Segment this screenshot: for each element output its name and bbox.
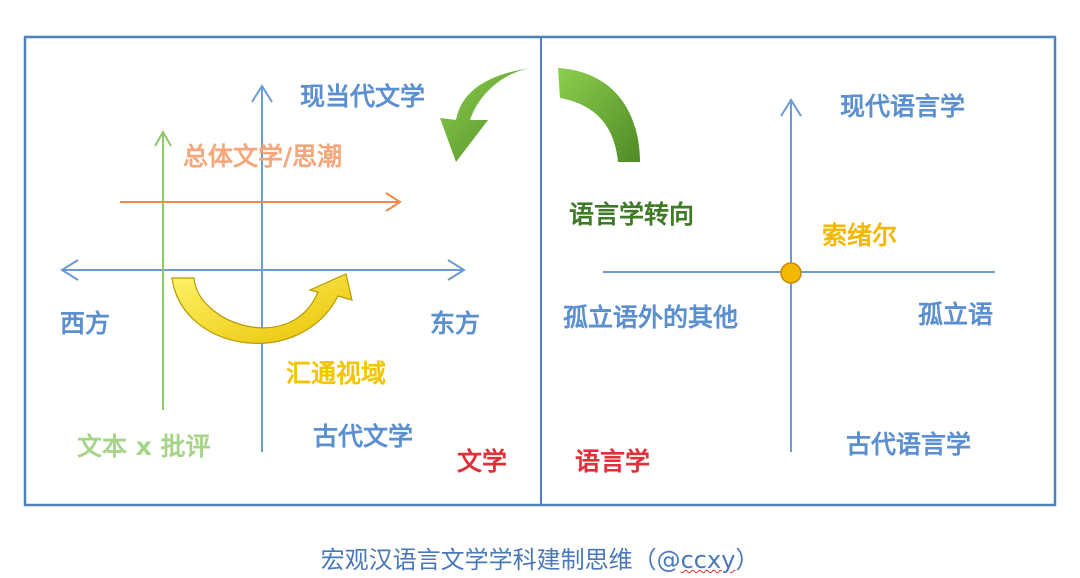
label-isolating: 孤立语 [918, 300, 994, 329]
left-horizontal-axis [60, 259, 466, 281]
label-saussure: 索绪尔 [822, 221, 898, 250]
panel-title-linguistics: 语言学 [575, 447, 651, 476]
label-modern-literature: 现当代文学 [300, 82, 426, 111]
label-non-isolating: 孤立语外的其他 [563, 303, 739, 332]
label-modern-linguistics: 现代语言学 [840, 92, 966, 121]
label-overall-literature: 总体文学/思潮 [183, 142, 343, 171]
green-turn-arrowhead [440, 68, 530, 162]
panel-title-literature: 文学 [457, 447, 508, 476]
label-fusion-horizon: 汇通视域 [286, 359, 387, 388]
caption-handle: ccxy [680, 546, 736, 574]
yellow-uturn-arrow [171, 273, 353, 344]
green-axis [154, 129, 172, 410]
orange-arrow [120, 192, 402, 212]
label-ancient-linguistics: 古代语言学 [846, 430, 972, 459]
green-turn-arrow [558, 68, 640, 162]
figure-caption: 宏观汉语言文学学科建制思维（@ccxy） [0, 540, 1080, 575]
label-text-criticism: 文本 x 批评 [77, 432, 211, 461]
origin-dot [780, 262, 802, 284]
caption-text: 宏观汉语言文学学科建制思维（@ [320, 546, 681, 574]
label-linguistic-turn: 语言学转向 [569, 200, 695, 229]
label-ancient-literature: 古代文学 [313, 422, 414, 451]
label-west: 西方 [60, 309, 111, 338]
caption-close: ） [735, 546, 760, 574]
label-east: 东方 [430, 309, 481, 338]
